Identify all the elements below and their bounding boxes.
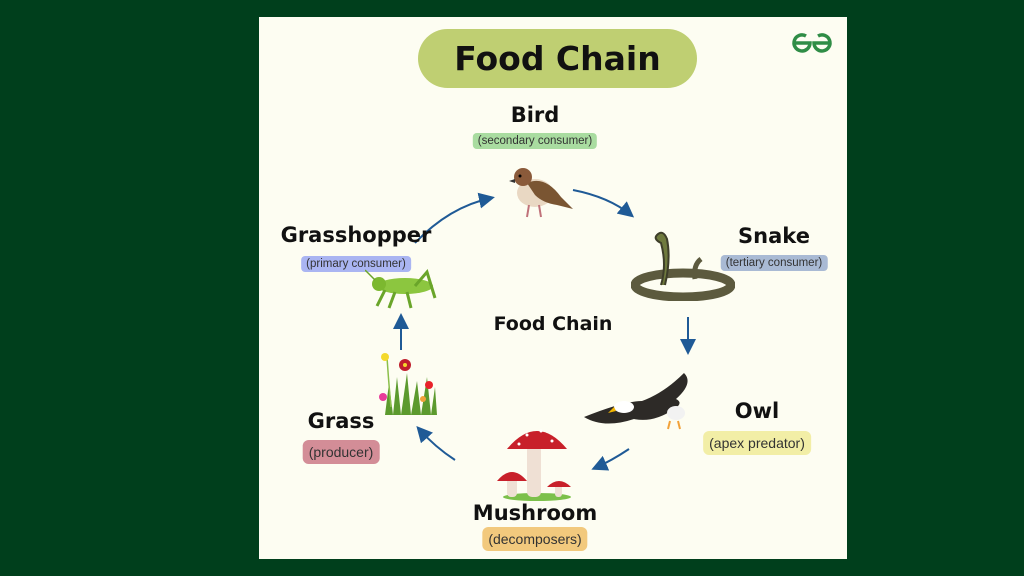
geeksforgeeks-logo-icon [792, 33, 832, 53]
owl-label: Owl [734, 399, 780, 423]
title-pill: Food Chain [418, 29, 697, 88]
grass-icon [379, 353, 437, 415]
mushroom-role-badge: (decomposers) [482, 527, 588, 551]
arrows [393, 189, 696, 471]
snake-role-badge: (tertiary consumer) [720, 255, 828, 271]
arrow-owl-to-mushroom [591, 448, 630, 471]
bird-icon [509, 168, 573, 218]
arrow-mushroom-to-grass [416, 426, 456, 461]
center-food-chain-label: Food Chain [493, 313, 613, 335]
owl-role-badge: (apex predator) [703, 431, 811, 455]
owl-icon [584, 373, 688, 430]
mushroom-label: Mushroom [472, 501, 598, 525]
food-chain-card: Food Chain Bird (secondary consumer) Gra… [259, 17, 847, 559]
grass-role-badge: (producer) [302, 440, 380, 464]
grasshopper-role-badge: (primary consumer) [301, 256, 411, 272]
snake-icon [631, 231, 735, 301]
grass-label: Grass [307, 409, 375, 433]
bird-role-badge: (secondary consumer) [472, 133, 598, 149]
mushroom-icon [497, 429, 571, 501]
grasshopper-icon [365, 268, 437, 309]
snake-label: Snake [738, 224, 810, 248]
grasshopper-label: Grasshopper [280, 223, 432, 247]
bird-label: Bird [510, 103, 560, 127]
arrow-grasshopper-to-bird [414, 192, 495, 244]
arrow-bird-to-snake [572, 189, 635, 218]
